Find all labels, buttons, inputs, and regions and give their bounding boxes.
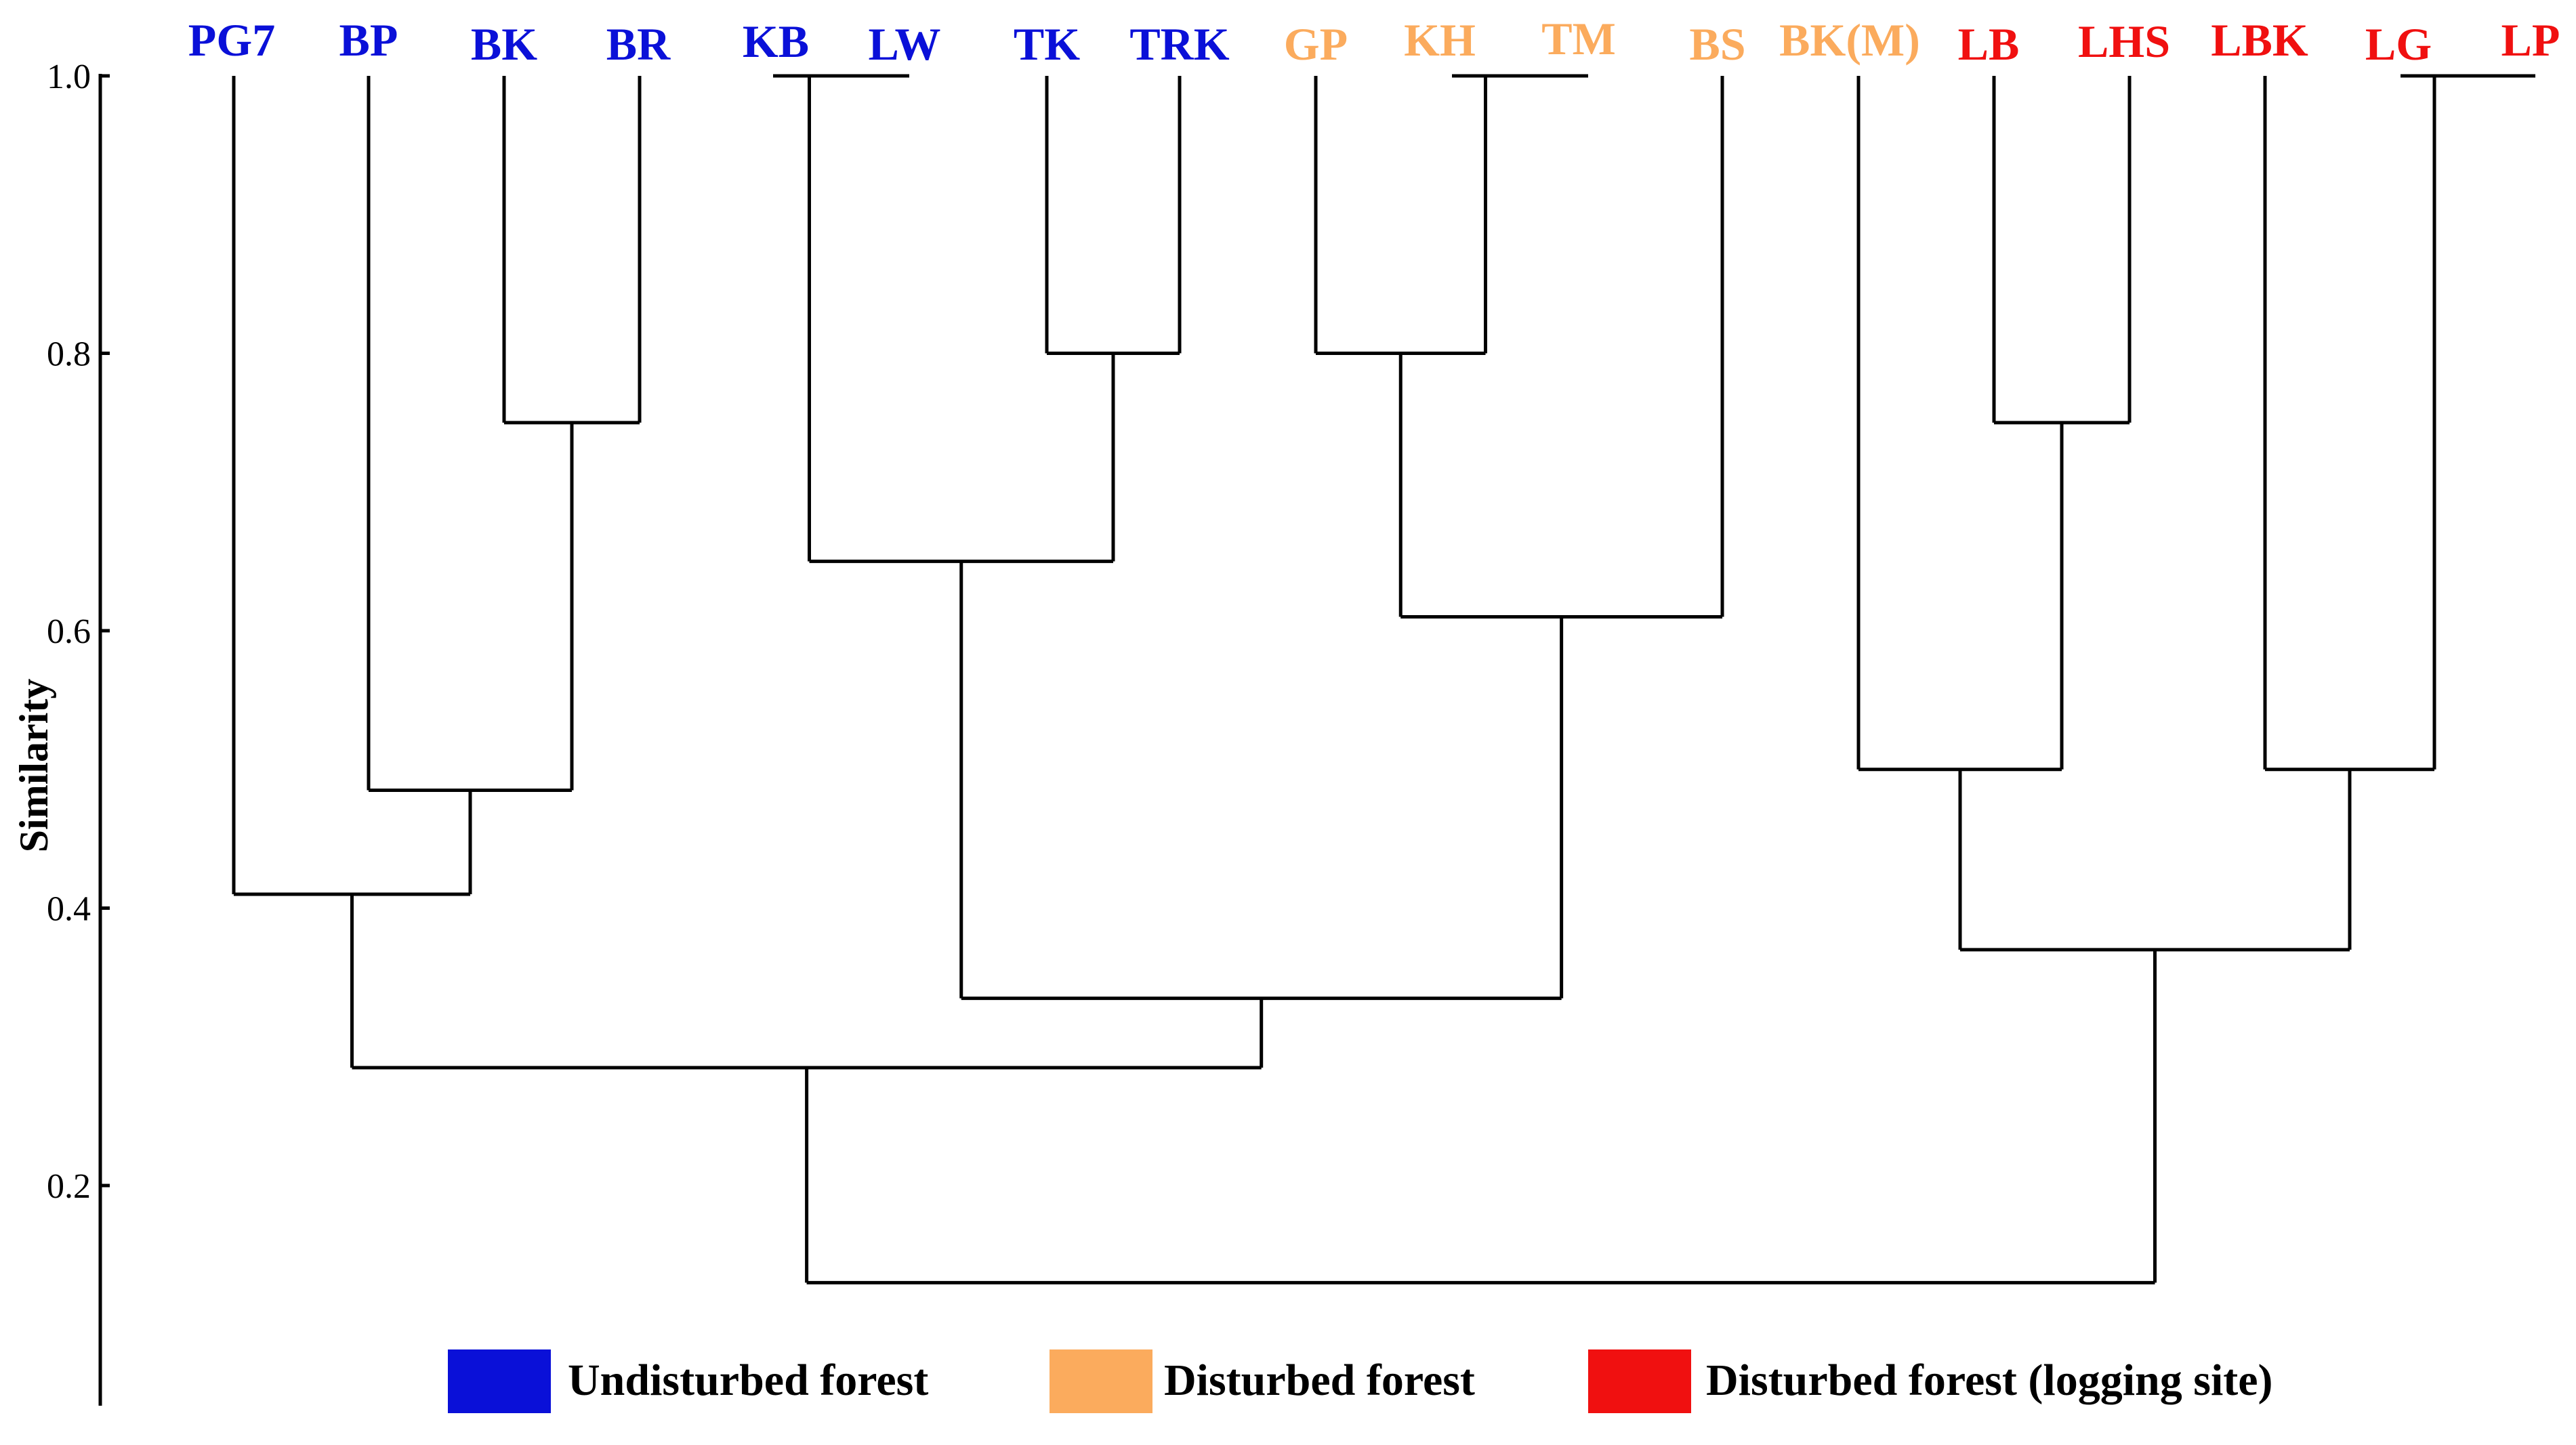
leaf-label-tk: TK [1014,18,1080,70]
y-tick-label: 0.2 [47,1167,91,1206]
merge-gp-kh-tm [1314,76,1487,355]
leaf-label-bs: BS [1689,18,1745,70]
y-tick-label: 0.4 [47,890,91,929]
legend-label-logging: Disturbed forest (logging site) [1706,1356,2273,1405]
leaf-label-kh: KH [1404,14,1476,66]
y-tick-label: 0.6 [47,612,91,651]
merge-lbk-lp [2263,76,2436,772]
leaf-label-pg7: PG7 [188,14,275,66]
y-axis-title: Similarity [12,679,56,853]
y-tick-label: 0.8 [47,335,91,374]
merge-kb-trk [808,76,1115,564]
leaf-label-lg: LG [2365,18,2432,70]
merge-pg7-bs [350,894,1264,1070]
merge-tk-trk [1045,76,1182,355]
leaf-labels: PG7 BP BK BR KB LW TK TRK GP KH TM BS BK(M) LB LHS LBK L… [188,13,2560,70]
legend-swatch-undisturbed [448,1349,551,1413]
leaf-label-lhs: LHS [2078,16,2170,67]
merge-bp-br [367,76,574,792]
leaf-label-bp: BP [339,14,398,66]
leaf-label-lw: LW [868,18,940,70]
leaf-label-tm: TM [1541,13,1616,64]
legend-swatch-logging [1588,1349,1691,1413]
leaf-label-gp: GP [1284,18,1348,70]
merge-kb-bs [959,561,1564,1001]
merge-root [805,949,2157,1284]
leaf-label-lp: LP [2501,14,2560,66]
y-tick-label: 1.0 [47,58,91,96]
leaf-label-lbk: LBK [2211,14,2308,66]
legend-label-undisturbed: Undisturbed forest [568,1356,928,1405]
legend: Undisturbed forest Disturbed forest Distur… [448,1349,2273,1413]
legend-label-disturbed: Disturbed forest [1164,1356,1475,1405]
merge-bk-br [502,76,642,425]
merge-lb-lhs [1992,76,2132,425]
leaf-label-lb: LB [1958,18,2020,70]
legend-swatch-disturbed [1050,1349,1152,1413]
leaf-label-kb: KB [743,16,809,67]
merge-gp-bs [1398,76,1724,619]
dendrogram-branches [232,74,2535,1284]
leaf-label-bk: BK [471,18,537,70]
merge-bkm-lp [1958,769,2352,952]
leaf-label-bk-m: BK(M) [1779,14,1920,66]
leaf-label-trk: TRK [1129,18,1229,70]
leaf-label-br: BR [606,18,671,70]
merge-pg7-br [232,76,472,896]
